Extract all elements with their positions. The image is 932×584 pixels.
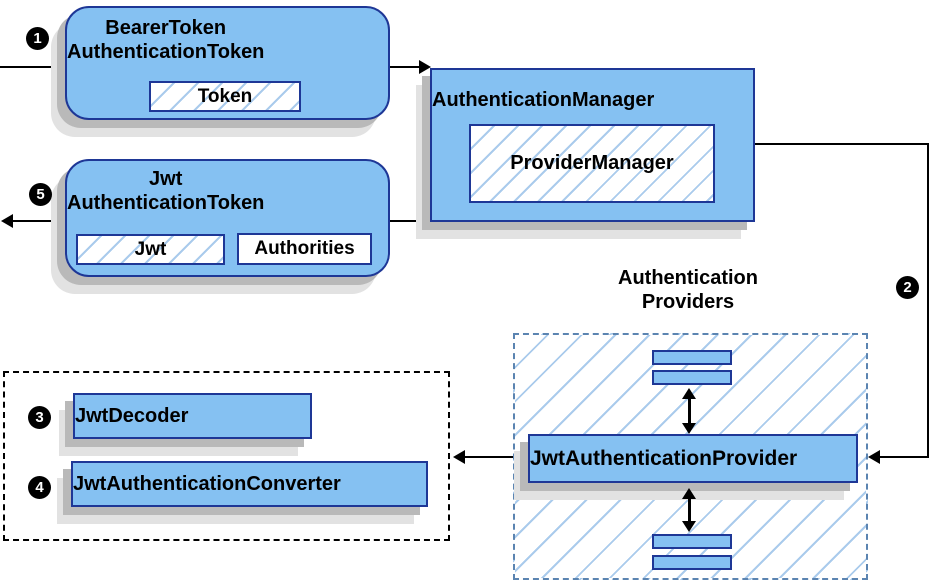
node-jwt-decoder: JwtDecoder	[73, 393, 312, 439]
arrowhead-left-icon	[453, 450, 465, 464]
arrowhead-up-icon	[682, 488, 696, 499]
step-badge-1: 1	[26, 27, 49, 50]
provider-stack-bar	[652, 555, 732, 570]
arrowhead-down-icon	[682, 423, 696, 434]
node-authentication-manager: AuthenticationManager ProviderManager	[430, 68, 755, 222]
double-arrow-shaft	[688, 498, 691, 522]
node-jwt-authentication-converter: JwtAuthenticationConverter	[71, 461, 428, 507]
connector-jwt-token-out	[12, 220, 65, 222]
connector-bearer-to-manager	[390, 66, 420, 68]
step-badge-4: 4	[28, 476, 51, 499]
connector-manager-to-jwt-token	[390, 220, 430, 222]
authentication-providers-label-line1: Authentication	[618, 267, 758, 289]
token-box: Token	[149, 81, 301, 112]
provider-stack-bar	[652, 370, 732, 385]
node-jwt-authentication-provider: JwtAuthenticationProvider	[528, 434, 858, 483]
connector-manager-to-provider-v	[927, 143, 929, 458]
provider-manager-box: ProviderManager	[469, 124, 715, 203]
bearer-token-title: BearerToken AuthenticationToken	[67, 16, 264, 64]
jwt-box: Jwt	[76, 234, 225, 265]
arrowhead-right-icon	[419, 60, 431, 74]
authorities-box: Authorities	[237, 233, 372, 265]
connector-incoming-request	[0, 66, 65, 68]
provider-stack-bar	[652, 534, 732, 549]
decoder-converter-group	[3, 371, 450, 541]
bearer-token-title-line2: AuthenticationToken	[67, 41, 265, 63]
arrowhead-left-icon	[1, 214, 13, 228]
connector-provider-to-decoder	[465, 456, 528, 458]
arrowhead-left-icon	[868, 450, 880, 464]
bearer-token-title-line1: BearerToken	[105, 17, 227, 39]
connector-into-provider	[880, 456, 929, 458]
jwt-decoder-title: JwtDecoder	[75, 405, 189, 427]
node-jwt-authentication-token: Jwt AuthenticationToken Jwt Authorities	[65, 159, 390, 277]
arrowhead-down-icon	[682, 521, 696, 532]
node-bearer-token-authentication-token: BearerToken AuthenticationToken Token	[65, 6, 390, 120]
double-arrow-shaft	[688, 398, 691, 424]
jwt-authentication-token-title: Jwt AuthenticationToken	[67, 167, 264, 215]
authentication-providers-label: Authentication Providers	[563, 266, 813, 314]
arrowhead-up-icon	[682, 388, 696, 399]
provider-stack-bar	[652, 350, 732, 365]
connector-manager-to-provider-h	[755, 143, 929, 145]
jwt-authentication-provider-title: JwtAuthenticationProvider	[530, 447, 798, 470]
jwt-authentication-token-title-line1: Jwt	[149, 168, 183, 190]
authentication-providers-label-line2: Providers	[641, 291, 735, 313]
step-badge-3: 3	[28, 406, 51, 429]
jwt-authentication-token-title-line2: AuthenticationToken	[67, 192, 265, 214]
authentication-manager-title: AuthenticationManager	[432, 89, 655, 111]
jwt-authentication-converter-title: JwtAuthenticationConverter	[73, 473, 341, 495]
step-badge-5: 5	[29, 183, 52, 206]
step-badge-2: 2	[896, 276, 919, 299]
